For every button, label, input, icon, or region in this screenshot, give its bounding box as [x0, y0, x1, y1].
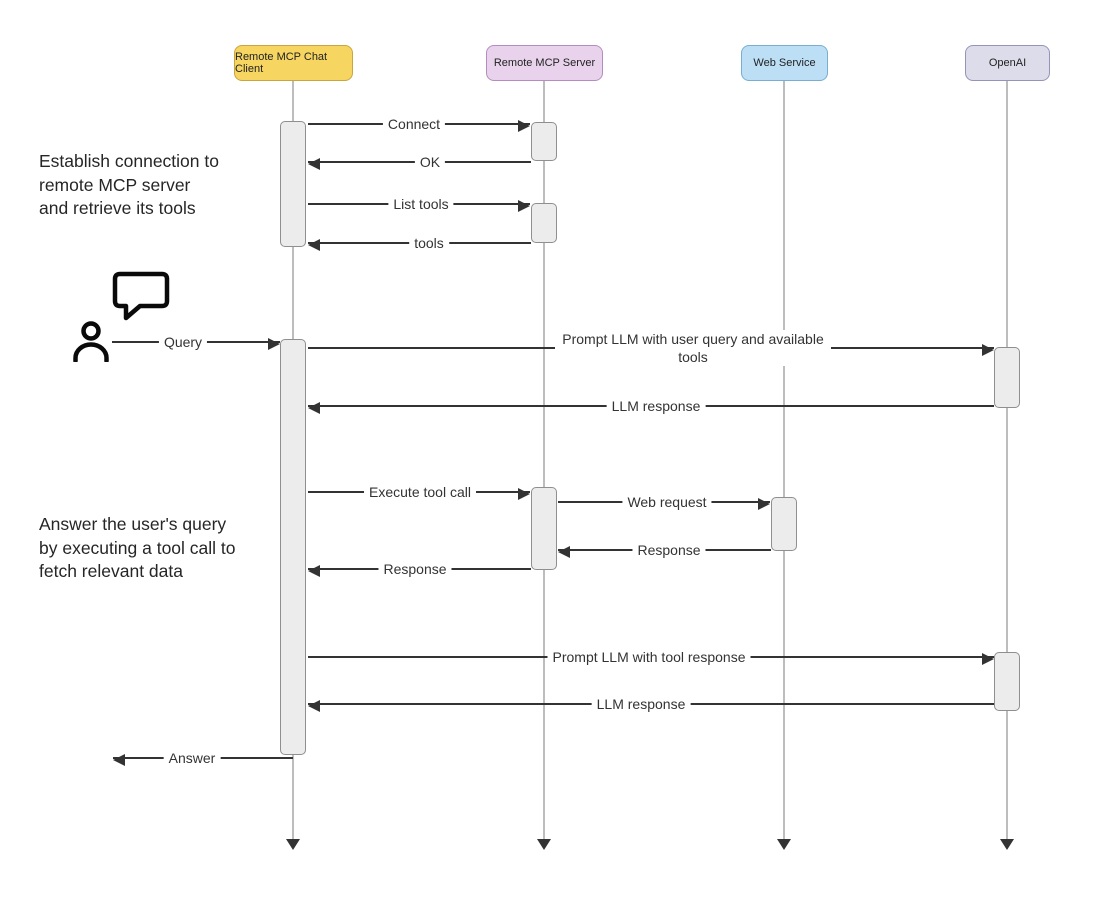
activation-client-connect: [280, 121, 306, 247]
annotation-line: and retrieve its tools: [39, 198, 196, 218]
lifeline-web-service: [783, 81, 785, 839]
message-ok-label: OK: [414, 153, 446, 171]
actor-label: OpenAI: [988, 57, 1027, 69]
lifeline-end-arrow-icon: [1000, 839, 1014, 850]
message-answer-label: Answer: [163, 749, 221, 767]
message-web-request-label: Web request: [622, 493, 712, 511]
activation-server-connect: [531, 122, 557, 161]
message-llm-response-1-label: LLM response: [606, 397, 706, 415]
lifeline-openai: [1006, 81, 1008, 839]
lifeline-end-arrow-icon: [537, 839, 551, 850]
annotation-establish-connection: Establish connection to remote MCP serve…: [39, 150, 219, 221]
message-tools-label: tools: [409, 234, 449, 252]
actor-label: Remote MCP Chat Client: [235, 51, 328, 75]
activation-web-request: [771, 497, 797, 551]
lifeline-server: [543, 81, 545, 839]
actor-label: Web Service: [753, 57, 816, 69]
annotation-line: fetch relevant data: [39, 561, 183, 581]
annotation-line: by executing a tool call to: [39, 537, 236, 558]
actor-web-service: Web Service: [741, 45, 828, 81]
annotation-line: remote MCP server: [39, 174, 191, 195]
message-prompt-llm-tool-label: Prompt LLM with tool response: [547, 648, 751, 666]
actor-remote-mcp-chat-client: Remote MCP Chat Client: [234, 45, 353, 81]
activation-openai-first: [994, 347, 1020, 408]
message-query-label: Query: [158, 333, 208, 351]
message-llm-response-2-label: LLM response: [591, 695, 691, 713]
annotation-line: Answer the user's query: [39, 514, 227, 534]
actor-openai: OpenAI: [965, 45, 1050, 81]
lifeline-end-arrow-icon: [286, 839, 300, 850]
message-list-tools-label: List tools: [388, 195, 454, 213]
actor-remote-mcp-server: Remote MCP Server: [486, 45, 603, 81]
annotation-line: Establish connection to: [39, 151, 219, 171]
user-icon: [73, 321, 109, 362]
activation-client-query: [280, 339, 306, 755]
message-connect-label: Connect: [382, 115, 446, 133]
actor-label: Remote MCP Server: [493, 57, 596, 69]
lifeline-end-arrow-icon: [777, 839, 791, 850]
activation-server-list-tools: [531, 203, 557, 243]
message-tool-response-label: Response: [378, 560, 452, 578]
annotation-answer-query: Answer the user's query by executing a t…: [39, 513, 236, 584]
message-web-response-label: Response: [632, 541, 706, 559]
message-prompt-llm-query-label: Prompt LLM with user query and available…: [555, 330, 831, 366]
speech-bubble-icon: [112, 271, 170, 321]
activation-server-tool-call: [531, 487, 557, 570]
message-execute-tool-call-label: Execute tool call: [364, 483, 476, 501]
activation-openai-second: [994, 652, 1020, 711]
